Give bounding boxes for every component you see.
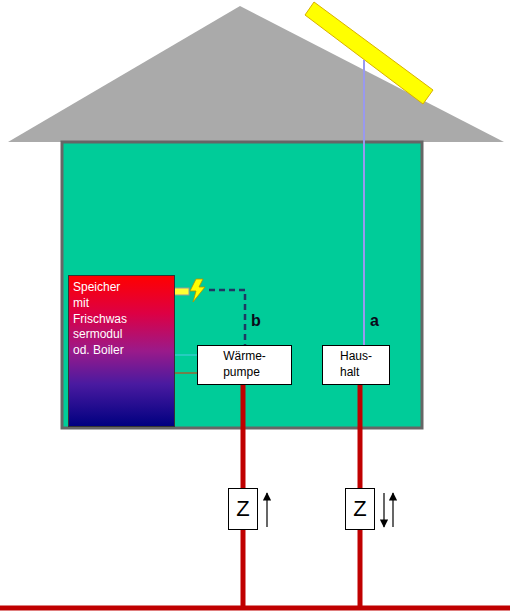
process-box: Haus- halt — [322, 345, 390, 385]
node-text: Z — [236, 498, 249, 520]
line-label: b — [251, 312, 261, 330]
roof — [8, 6, 504, 142]
pv-line — [363, 60, 365, 345]
meter-box: Z — [345, 488, 375, 530]
node-text: Wärme- pumpe — [223, 349, 266, 380]
flow-arrow — [383, 493, 384, 527]
pipe-line — [175, 354, 197, 356]
solar-panel — [305, 2, 433, 104]
power-line — [358, 530, 363, 607]
process-box: Wärme- pumpe — [197, 345, 292, 385]
node-text: Haus- halt — [340, 349, 372, 380]
line-label: a — [370, 312, 379, 330]
flow-arrow — [392, 493, 393, 527]
lightning-symbol — [190, 279, 205, 302]
node-text: Z — [353, 498, 366, 520]
power-line — [241, 530, 246, 607]
flow-arrow — [266, 493, 267, 527]
grid-line — [0, 606, 510, 611]
meter-box: Z — [228, 488, 258, 530]
power-line — [241, 385, 246, 488]
node-text: Speicher mit Frischwas sermodul od. Boil… — [73, 280, 127, 359]
power-line — [358, 385, 363, 488]
storage-tank: Speicher mit Frischwas sermodul od. Boil… — [68, 275, 175, 427]
control-line — [209, 290, 245, 345]
pipe-line — [175, 372, 197, 374]
